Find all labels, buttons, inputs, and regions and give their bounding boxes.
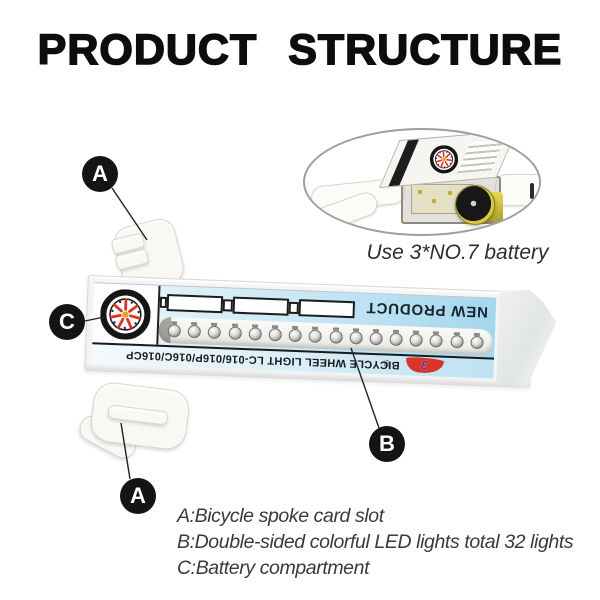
callout-c: C bbox=[49, 304, 85, 340]
page-title: PRODUCT STRUCTURE bbox=[37, 25, 563, 75]
spoke-slot bbox=[530, 183, 534, 199]
registered-mark: ® bbox=[383, 358, 391, 369]
led bbox=[187, 324, 202, 338]
legend: A:Bicycle spoke card slot B:Double-sided… bbox=[177, 503, 574, 581]
callout-b: B bbox=[369, 426, 405, 462]
battery-outline bbox=[166, 294, 224, 314]
battery-outline bbox=[298, 299, 356, 319]
led bbox=[449, 334, 464, 348]
led bbox=[349, 330, 363, 345]
led bbox=[308, 329, 323, 343]
legend-line-a: A:Bicycle spoke card slot bbox=[177, 505, 384, 527]
label-stripe bbox=[388, 139, 419, 187]
legend-line-b: B:Double-sided colorful LED lights total… bbox=[177, 531, 574, 553]
device-label: NEW PRODUCT BICYCLE WHEEL LIGHT LC-016/0… bbox=[91, 282, 497, 379]
wheel-logo bbox=[100, 288, 151, 340]
brand-logo: 3 bbox=[405, 356, 445, 375]
battery-inset-photo bbox=[303, 128, 541, 236]
callout-a-bottom: A bbox=[120, 478, 156, 514]
legend-line-c: C:Battery compartment bbox=[177, 557, 370, 579]
led bbox=[167, 323, 182, 338]
wheel-logo-small bbox=[429, 144, 459, 174]
led bbox=[429, 333, 444, 348]
wheel-logo-box bbox=[92, 283, 161, 345]
led bbox=[288, 328, 303, 342]
battery-connector bbox=[222, 298, 234, 312]
led bbox=[389, 332, 403, 346]
brand-text-upside-down: NEW PRODUCT bbox=[365, 298, 489, 321]
led bbox=[248, 326, 262, 341]
device-top-face bbox=[379, 130, 517, 189]
battery-connector bbox=[288, 301, 300, 314]
led bbox=[470, 335, 484, 349]
battery-outline-row bbox=[159, 294, 356, 319]
led bbox=[409, 332, 424, 347]
spoke-clip-bottom bbox=[75, 380, 192, 464]
label-fine-text bbox=[457, 139, 505, 174]
led bbox=[228, 325, 242, 340]
callout-a-top: A bbox=[82, 156, 118, 192]
battery-end bbox=[455, 185, 495, 225]
wheel-light-device: NEW PRODUCT BICYCLE WHEEL LIGHT LC-016/0… bbox=[84, 272, 560, 394]
led bbox=[369, 331, 383, 345]
clear-plastic-end bbox=[496, 289, 558, 389]
led bbox=[328, 329, 343, 344]
battery-outline bbox=[232, 296, 290, 316]
brand-logo-digit: 3 bbox=[420, 358, 429, 373]
led bbox=[268, 327, 282, 341]
inset-caption: Use 3*NO.7 battery bbox=[366, 241, 549, 264]
led bbox=[207, 325, 222, 339]
